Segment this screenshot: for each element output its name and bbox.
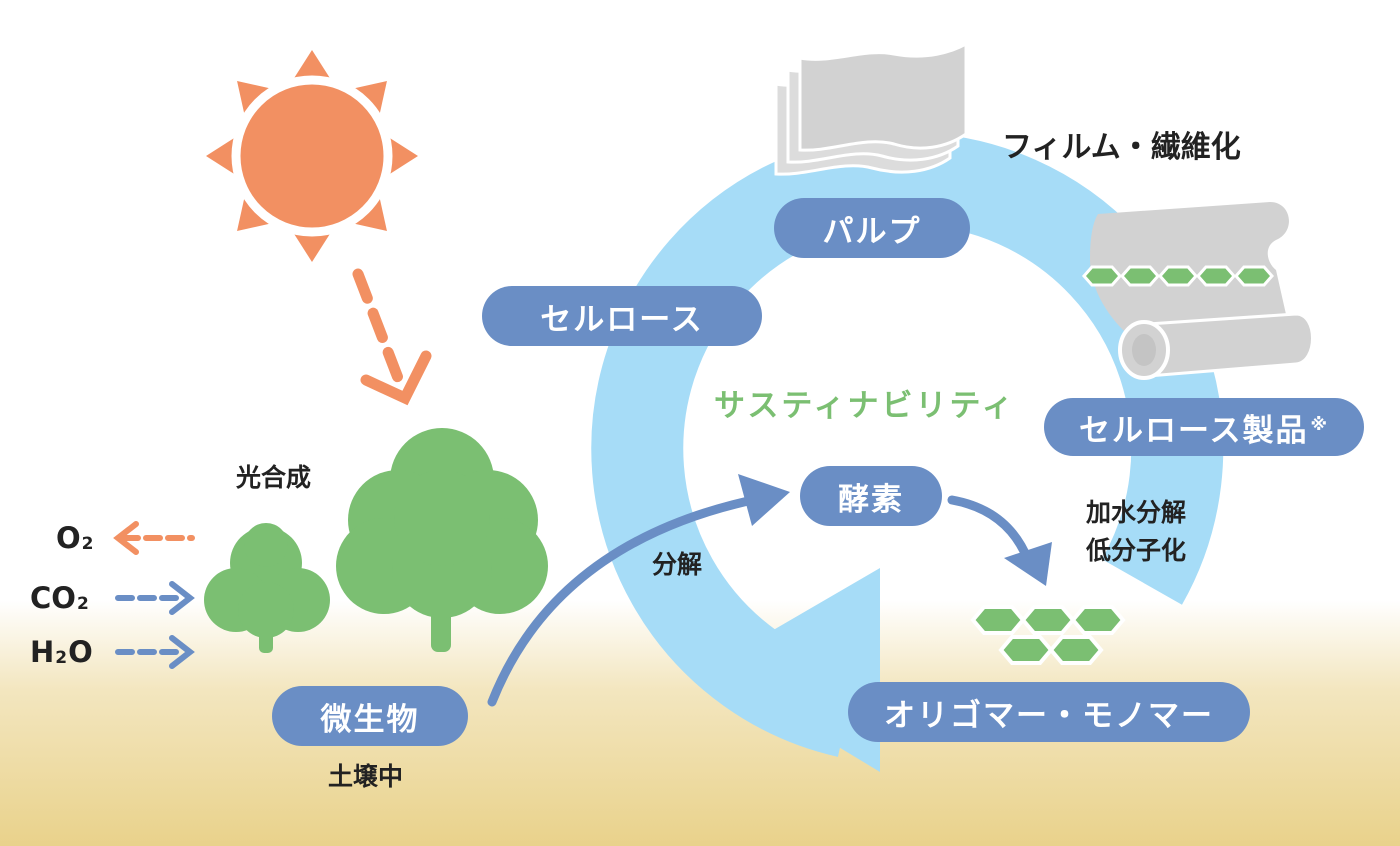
o2-arrow (113, 521, 195, 555)
hexagon-chain-icon (1082, 265, 1274, 287)
large-tree-icon (336, 428, 548, 652)
pulp-pill: パルプ (774, 198, 970, 258)
hexagon (1196, 265, 1236, 287)
soil-label: 土壌中 (328, 762, 404, 791)
h2o-arrow (115, 635, 195, 669)
hexagon (1048, 635, 1104, 665)
enzyme-pill: 酵素 (800, 466, 942, 526)
hydrolysis-arrow (947, 495, 1052, 586)
fiber-roll-icon (1090, 202, 1314, 380)
hydrolysis-label-line2: 低分子化 (1086, 536, 1187, 565)
hexagon (998, 635, 1054, 665)
cycle-arrowhead (708, 568, 880, 772)
co2-label: CO2 (30, 581, 89, 615)
film-fiber-label: フィルム・繊維化 (1002, 130, 1241, 165)
sunlight-arrow (352, 268, 432, 406)
cellulose-products-note: ※ (1310, 415, 1329, 435)
photosynthesis-label: 光合成 (236, 463, 312, 492)
hexagon (1158, 265, 1198, 287)
o2-label: O2 (56, 521, 94, 555)
sustainability-label: サスティナビリティ (714, 388, 1016, 424)
hexagon (970, 605, 1026, 635)
cellulose-pill: セルロース (482, 286, 762, 346)
co2-arrow (115, 581, 195, 615)
hexagon (1070, 605, 1126, 635)
hexagon-cluster-icon (970, 605, 1126, 665)
hydrolysis-label-line1: 加水分解 (1086, 498, 1187, 527)
h2o-label: H2O (30, 635, 93, 669)
microbe-pill: 微生物 (272, 686, 468, 746)
oligomer-monomer-pill: オリゴマー・モノマー (848, 682, 1250, 742)
small-tree-icon (204, 523, 330, 653)
cellulose-products-pill: セルロース製品※ (1044, 398, 1364, 456)
hexagon (1120, 265, 1160, 287)
cellulose-products-text: セルロース製品 (1079, 412, 1309, 449)
hexagon (1020, 605, 1076, 635)
hexagon (1234, 265, 1274, 287)
paper-stack-icon (774, 41, 968, 176)
hexagon (1082, 265, 1122, 287)
decomposition-label: 分解 (652, 550, 703, 579)
decomposition-arrow (487, 474, 790, 707)
sun-icon (206, 50, 418, 262)
